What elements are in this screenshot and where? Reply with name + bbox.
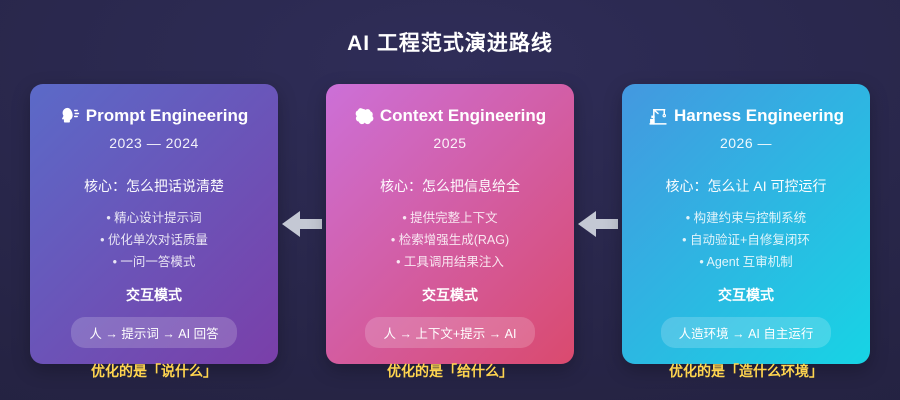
left-arrow-icon bbox=[578, 211, 618, 237]
bullet-item: 自动验证+自修复闭环 bbox=[682, 229, 810, 251]
card-title: Harness Engineering bbox=[673, 106, 845, 125]
bullet-item: 构建约束与控制系统 bbox=[682, 207, 810, 229]
bullet-item: Agent 互审机制 bbox=[682, 251, 810, 273]
card-title-row: Context Engineering bbox=[354, 106, 546, 126]
bullet-item: 精心设计提示词 bbox=[100, 207, 208, 229]
card-title-row: Harness Engineering bbox=[648, 106, 844, 126]
left-arrow-icon bbox=[282, 211, 322, 237]
card-title: Context Engineering bbox=[379, 106, 547, 125]
core-line: 核心：怎么把话说清楚 bbox=[84, 178, 224, 194]
card-title: Prompt Engineering bbox=[85, 106, 249, 125]
arrow-gap bbox=[574, 84, 622, 364]
arrow-gap bbox=[278, 84, 326, 364]
core-line: 核心：怎么把信息给全 bbox=[380, 178, 520, 194]
bullet-list: 提供完整上下文 检索增强生成(RAG) 工具调用结果注入 bbox=[391, 207, 509, 273]
speaking-head-icon bbox=[60, 106, 80, 126]
bullet-item: 提供完整上下文 bbox=[391, 207, 509, 229]
card-years: 2023 — 2024 bbox=[109, 135, 199, 151]
card-years: 2025 bbox=[433, 135, 467, 151]
card-harness-engineering: Harness Engineering 2026 — 核心：怎么让 AI 可控运… bbox=[622, 84, 870, 379]
page-title: AI 工程范式演进路线 bbox=[347, 32, 553, 55]
bullet-list: 构建约束与控制系统 自动验证+自修复闭环 Agent 互审机制 bbox=[682, 207, 810, 273]
mode-label: 交互模式 bbox=[126, 287, 182, 303]
flow-pill: 人 → 提示词 → AI 回答 bbox=[71, 317, 237, 348]
brain-icon bbox=[354, 106, 374, 126]
card-prompt-engineering: Prompt Engineering 2023 — 2024 核心：怎么把话说清… bbox=[30, 84, 278, 379]
construction-crane-icon bbox=[648, 106, 668, 126]
card-title-row: Prompt Engineering bbox=[60, 106, 248, 126]
flow-pill: 人 → 上下文+提示 → AI bbox=[365, 317, 535, 348]
mode-label: 交互模式 bbox=[422, 287, 478, 303]
card-context-engineering: Context Engineering 2025 核心：怎么把信息给全 提供完整… bbox=[326, 84, 574, 379]
bullet-item: 工具调用结果注入 bbox=[391, 251, 509, 273]
bullet-item: 优化单次对话质量 bbox=[100, 229, 208, 251]
cards-row: Prompt Engineering 2023 — 2024 核心：怎么把话说清… bbox=[30, 84, 870, 379]
card-years: 2026 — bbox=[719, 135, 773, 151]
mode-label: 交互模式 bbox=[718, 287, 774, 303]
bullet-list: 精心设计提示词 优化单次对话质量 一问一答模式 bbox=[100, 207, 208, 273]
highlight-text: 优化的是「说什么」 bbox=[91, 363, 217, 379]
highlight-text: 优化的是「给什么」 bbox=[387, 363, 513, 379]
highlight-text: 优化的是「造什么环境」 bbox=[669, 363, 823, 379]
bullet-item: 一问一答模式 bbox=[100, 251, 208, 273]
core-line: 核心：怎么让 AI 可控运行 bbox=[665, 178, 827, 194]
flow-pill: 人造环境 → AI 自主运行 bbox=[660, 317, 832, 348]
bullet-item: 检索增强生成(RAG) bbox=[391, 229, 509, 251]
